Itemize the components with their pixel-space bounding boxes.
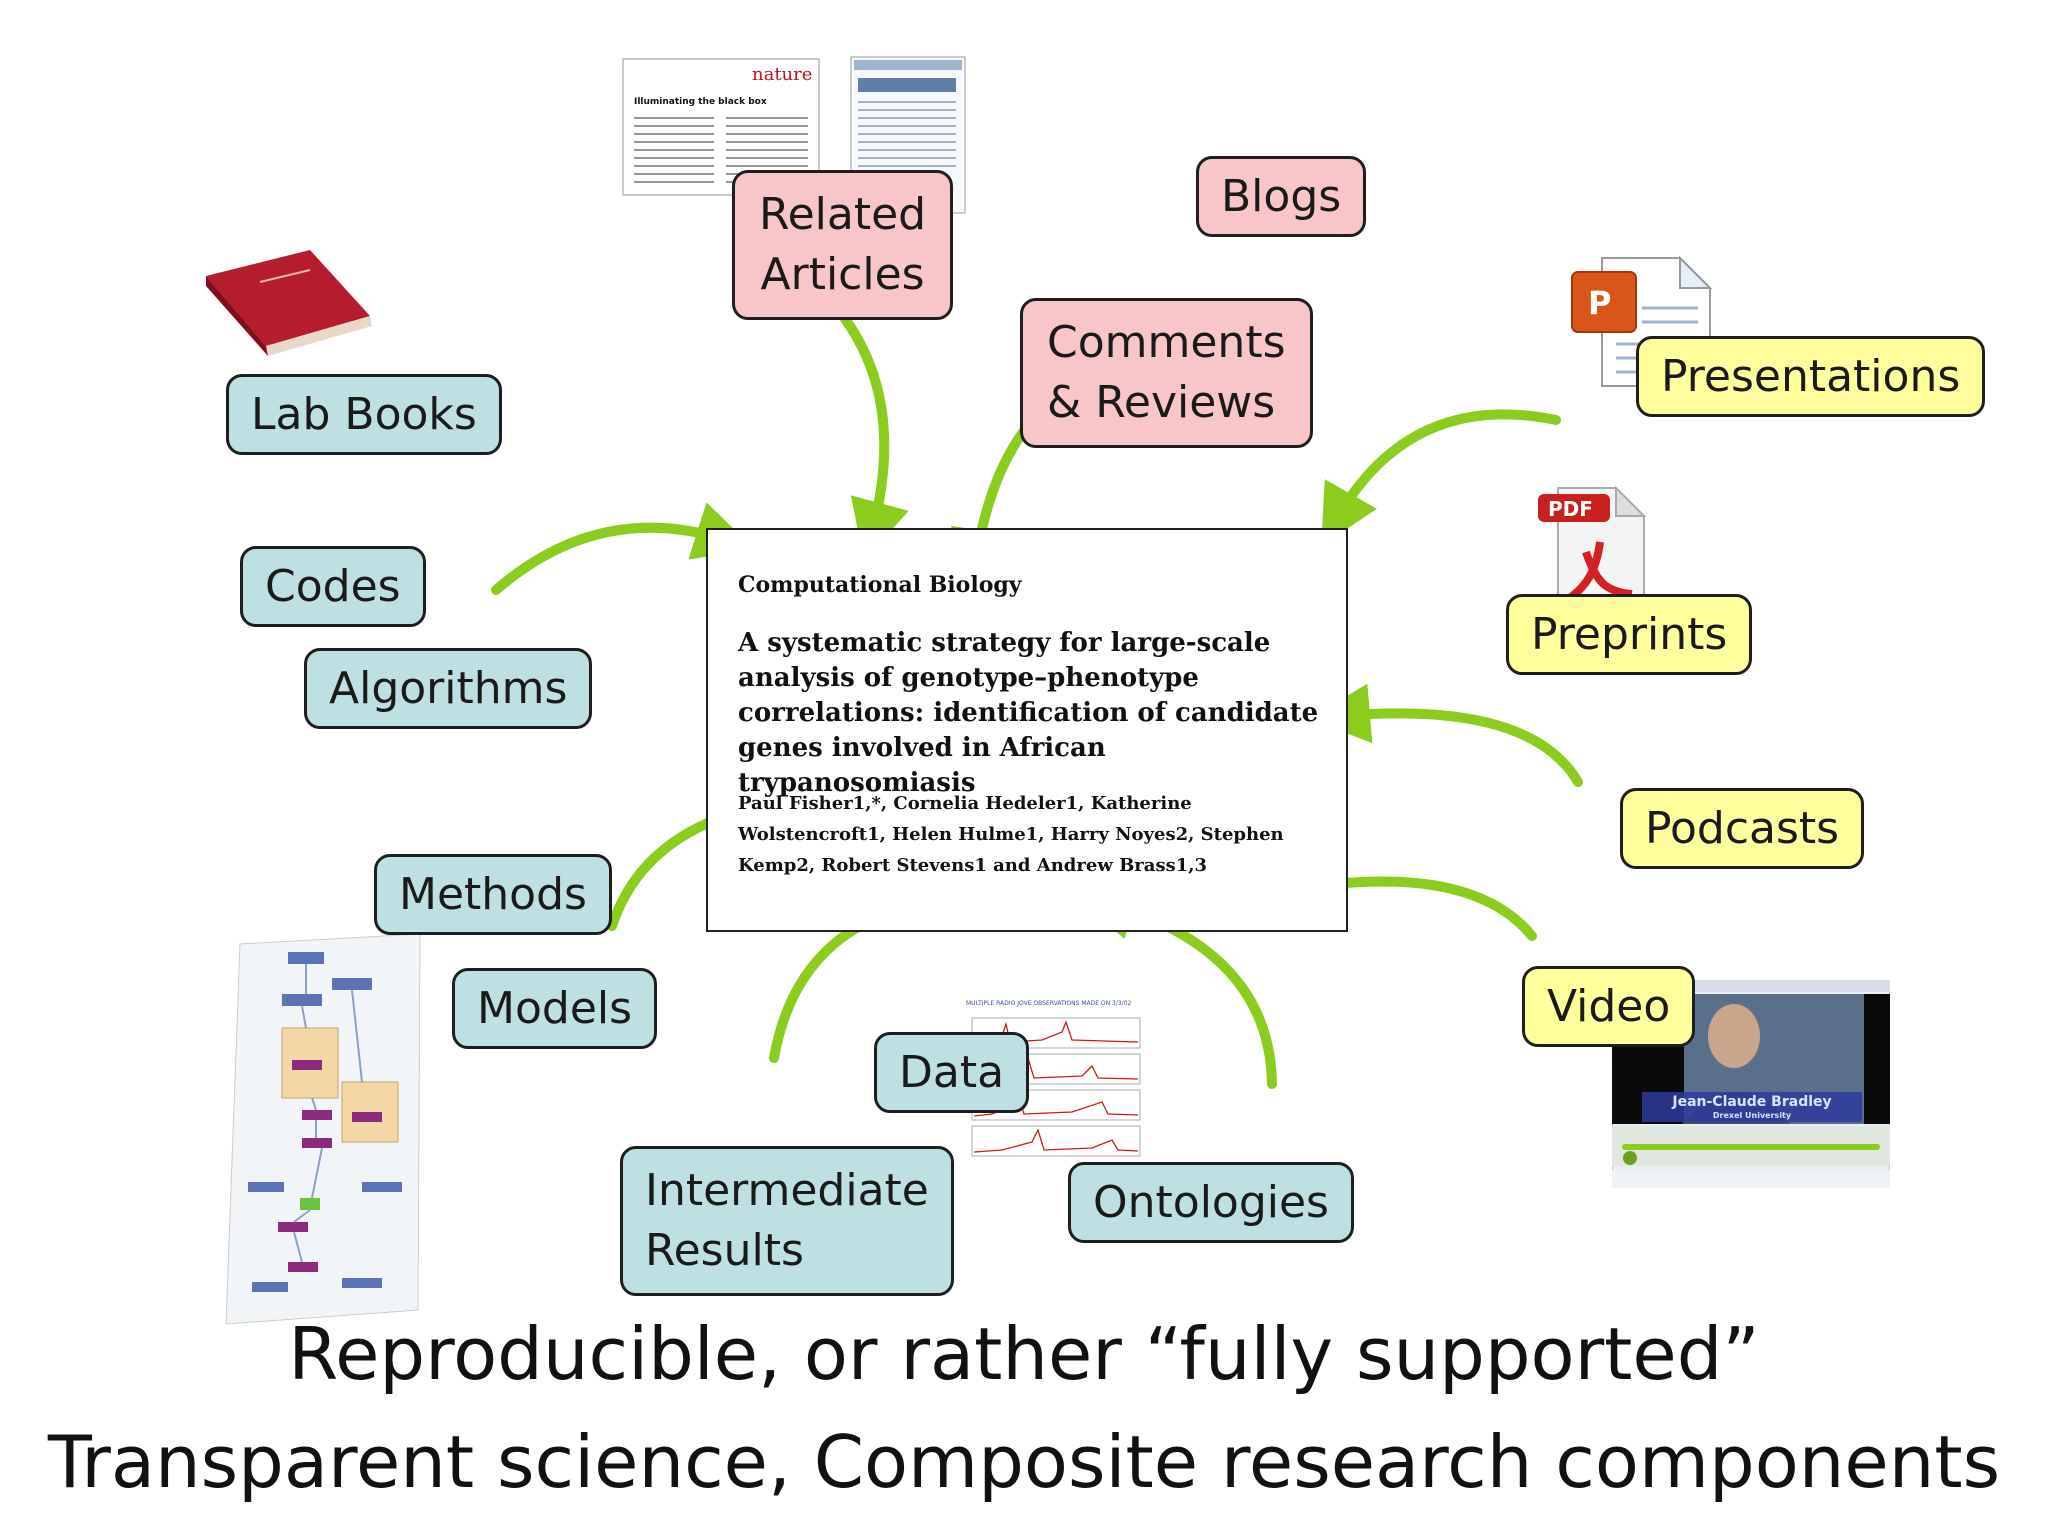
workflow-diagram-thumbnail [225,933,421,1325]
label-comments-reviews: Comments & Reviews [1020,298,1313,448]
nature-logo: nature [752,64,812,85]
label-related-articles-line1: Related [759,189,927,240]
label-related-articles: Related Articles [732,170,954,320]
paper-section: Computational Biology [738,572,1022,598]
arrow-presentations [1321,409,1561,547]
paper-authors: Paul Fisher1,*, Cornelia Hedeler1, Kathe… [738,793,1284,876]
label-codes: Codes [240,546,426,627]
lab-book-icon [206,250,372,356]
label-presentations: Presentations [1636,336,1986,417]
label-related-articles-line2: Articles [760,249,925,300]
video-caption-name: Jean-Claude Bradley [1671,1094,1831,1110]
central-paper: Computational Biology A systematic strat… [706,528,1348,932]
data-plot-title: MULTIPLE RADIO JOVE OBSERVATIONS MADE ON… [966,1000,1132,1007]
nature-headline: Illuminating the black box [634,97,767,107]
label-intermediate-results: Intermediate Results [620,1146,954,1296]
arrow-codes [491,502,755,595]
caption-line-1: Reproducible, or rather “fully supported… [288,1312,1760,1396]
label-models: Models [452,968,658,1049]
svg-text:P: P [1588,284,1611,322]
arrow-podcasts [1310,683,1583,787]
label-intermediate-results-line1: Intermediate [645,1165,929,1216]
label-comments-reviews-line2: & Reviews [1047,377,1276,428]
video-caption-org: Drexel University [1713,1111,1792,1120]
label-blogs: Blogs [1196,156,1367,237]
label-methods: Methods [374,854,612,935]
label-comments-reviews-line1: Comments [1047,317,1286,368]
label-intermediate-results-line2: Results [645,1225,804,1276]
paper-title: A systematic strategy for large-scale an… [738,628,1319,798]
pdf-badge: PDF [1548,497,1593,521]
label-data: Data [874,1032,1030,1113]
label-ontologies: Ontologies [1068,1162,1354,1243]
label-preprints: Preprints [1506,594,1753,675]
caption-line-2: Transparent science, Composite research … [47,1420,2001,1504]
pdf-file-icon: PDF [1538,485,1647,607]
label-podcasts: Podcasts [1620,788,1865,869]
video-player-thumbnail: Jean-Claude Bradley Drexel University [1612,980,1890,1188]
label-algorithms: Algorithms [304,648,593,729]
label-video: Video [1522,966,1696,1047]
label-lab-books: Lab Books [226,374,502,455]
arrow-related-articles [825,295,909,561]
